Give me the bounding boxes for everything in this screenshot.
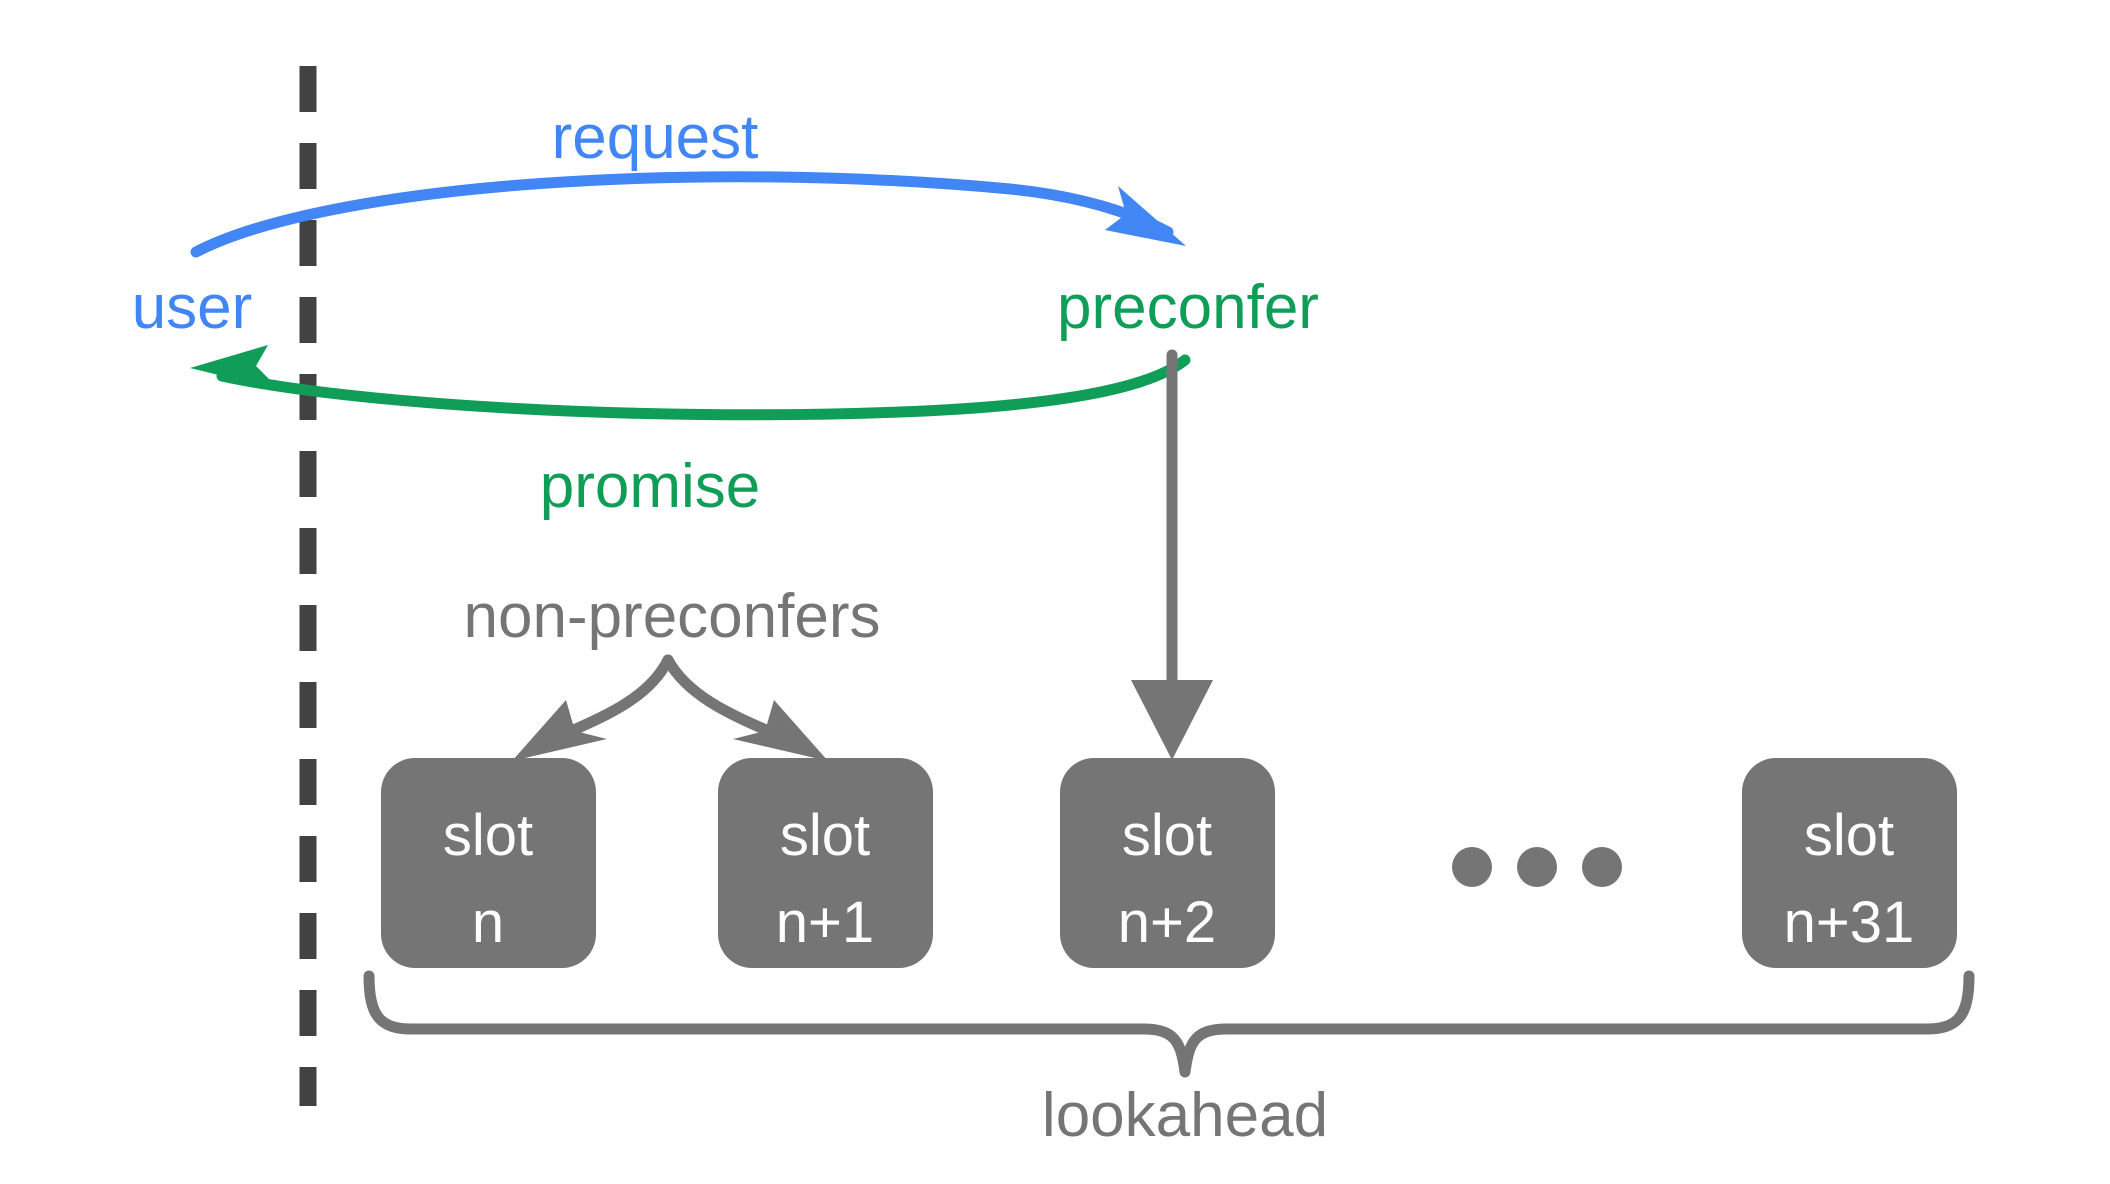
slot-box-n-plus-31[interactable] [1742,758,1957,968]
slot-n-plus-1-title: slot [780,803,870,868]
lookahead-label: lookahead [1042,1081,1328,1150]
slot-box-n-plus-2[interactable] [1060,758,1275,968]
non-preconfers-right-arrowhead [733,700,828,761]
user-label: user [132,273,253,342]
ellipsis-dot-2 [1517,847,1557,887]
slot-n-title: slot [443,803,533,868]
promise-arrowhead [190,345,280,390]
request-arrowhead [1105,186,1186,246]
non-preconfers-left-arrowhead [512,700,607,761]
ellipsis-dot-1 [1452,847,1492,887]
promise-label: promise [540,452,761,521]
slot-n-index: n [472,890,504,955]
ellipsis-dot-3 [1582,847,1622,887]
slot-box-n-plus-1[interactable] [718,758,933,968]
lookahead-brace [363,970,1975,1078]
promise-arrow-curve [216,354,1191,421]
slot-box-n[interactable] [381,758,596,968]
slot-n-plus-31-index: n+31 [1784,890,1915,955]
preconfer-to-slot-arrowhead [1131,680,1213,760]
preconfer-label: preconfer [1057,273,1319,342]
slot-n-plus-2-index: n+2 [1118,890,1216,955]
request-label: request [552,103,759,172]
slot-n-plus-1-index: n+1 [776,890,874,955]
slot-n-plus-2-title: slot [1122,803,1212,868]
non-preconfers-label: non-preconfers [463,582,880,651]
request-arrow-curve [190,171,1174,258]
slot-n-plus-31-title: slot [1804,803,1894,868]
